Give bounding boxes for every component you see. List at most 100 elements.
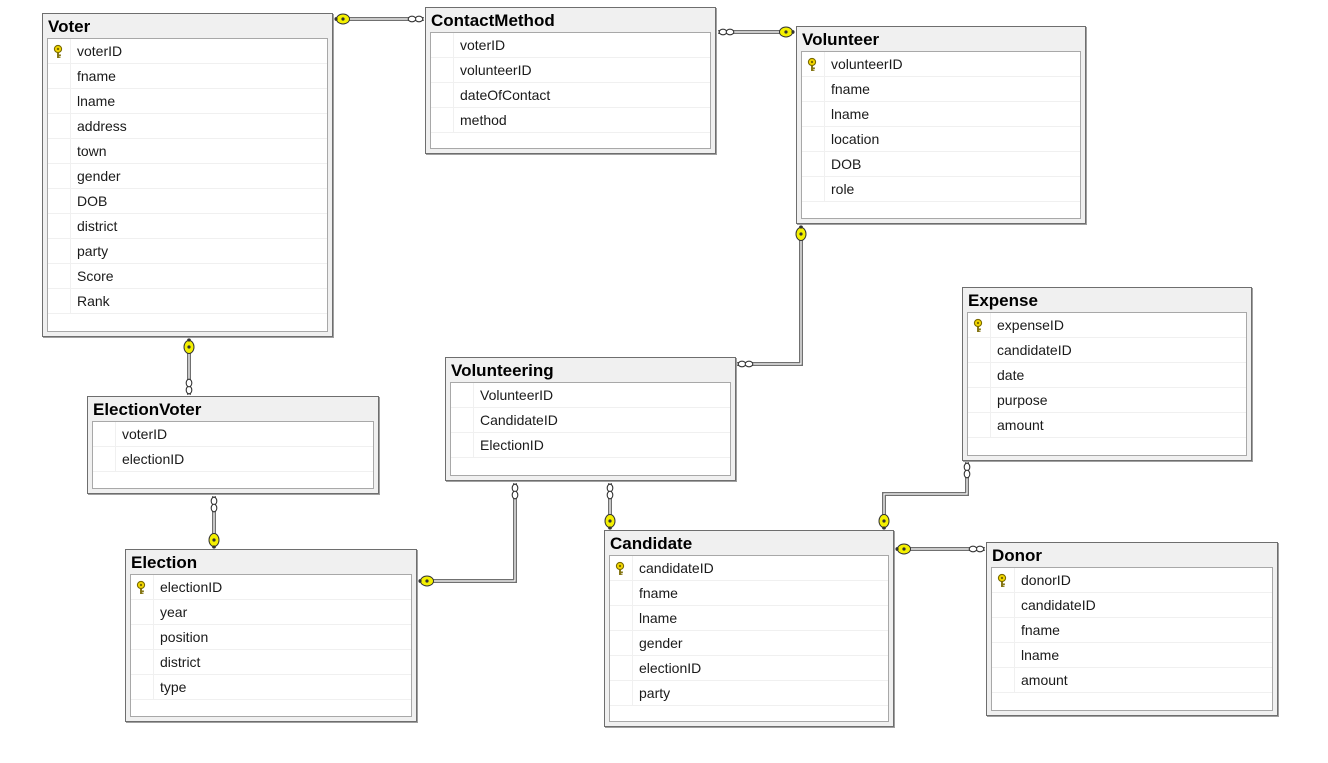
column-row[interactable]: role: [802, 177, 1080, 202]
column-name: town: [77, 143, 107, 159]
column-row[interactable]: fname: [48, 64, 327, 89]
column-name: CandidateID: [480, 412, 558, 428]
column-name: voterID: [122, 426, 168, 442]
table-title[interactable]: Volunteer: [802, 30, 880, 49]
many-infinity-icon: [511, 483, 519, 500]
column-name: lname: [1021, 647, 1060, 663]
column-row[interactable]: year: [131, 600, 411, 625]
column-row[interactable]: voterID: [93, 422, 373, 447]
many-infinity-icon: [968, 545, 985, 553]
column-row[interactable]: amount: [968, 413, 1246, 438]
column-row[interactable]: volunteerID: [431, 58, 710, 83]
column-name: party: [77, 243, 109, 259]
link-candidate-expense[interactable]: [882, 462, 969, 529]
table-title[interactable]: Donor: [992, 546, 1043, 565]
one-key-icon: [878, 514, 890, 530]
link-volunteer-volunteering[interactable]: [737, 226, 803, 366]
column-row[interactable]: volunteerID: [802, 52, 1080, 77]
link-election-volunteering[interactable]: [419, 483, 517, 583]
column-name: VolunteerID: [480, 387, 554, 403]
column-row[interactable]: electionID: [131, 575, 411, 600]
one-key-icon: [418, 575, 434, 587]
column-name: donorID: [1021, 572, 1071, 588]
column-row[interactable]: candidateID: [610, 556, 888, 581]
column-row[interactable]: purpose: [968, 388, 1246, 413]
column-name: dateOfContact: [460, 87, 551, 103]
column-row[interactable]: lname: [802, 102, 1080, 127]
primary-key-icon: [805, 56, 819, 72]
column-row[interactable]: VolunteerID: [451, 383, 730, 408]
column-row[interactable]: location: [802, 127, 1080, 152]
column-name: role: [831, 181, 855, 197]
primary-key-icon: [995, 572, 1009, 588]
column-row[interactable]: fname: [992, 618, 1272, 643]
column-row[interactable]: address: [48, 114, 327, 139]
column-row[interactable]: gender: [48, 164, 327, 189]
column-row[interactable]: method: [431, 108, 710, 133]
column-name: address: [77, 118, 127, 134]
primary-key-icon: [51, 43, 65, 59]
column-row[interactable]: amount: [992, 668, 1272, 693]
column-row[interactable]: voterID: [48, 39, 327, 64]
column-name: fname: [831, 81, 870, 97]
column-row[interactable]: electionID: [93, 447, 373, 472]
column-row[interactable]: gender: [610, 631, 888, 656]
table-title[interactable]: Volunteering: [451, 361, 554, 380]
column-row[interactable]: lname: [610, 606, 888, 631]
column-name: voterID: [77, 43, 123, 59]
column-row[interactable]: position: [131, 625, 411, 650]
table-title[interactable]: Election: [131, 553, 198, 572]
column-row[interactable]: fname: [610, 581, 888, 606]
column-row[interactable]: town: [48, 139, 327, 164]
column-row[interactable]: donorID: [992, 568, 1272, 593]
column-row[interactable]: party: [610, 681, 888, 706]
many-infinity-icon: [606, 483, 614, 500]
column-row[interactable]: dateOfContact: [431, 83, 710, 108]
table-electionvoter[interactable]: ElectionVoter voterID electionID: [87, 396, 379, 494]
column-name: fname: [77, 68, 116, 84]
column-row[interactable]: voterID: [431, 33, 710, 58]
many-infinity-icon: [210, 496, 218, 513]
column-name: volunteerID: [831, 56, 903, 72]
column-row[interactable]: candidateID: [992, 593, 1272, 618]
column-row[interactable]: Rank: [48, 289, 327, 314]
column-row[interactable]: date: [968, 363, 1246, 388]
table-title[interactable]: ElectionVoter: [93, 400, 202, 419]
column-row[interactable]: CandidateID: [451, 408, 730, 433]
column-row[interactable]: district: [48, 214, 327, 239]
column-name: expenseID: [997, 317, 1064, 333]
column-row[interactable]: fname: [802, 77, 1080, 102]
column-row[interactable]: electionID: [610, 656, 888, 681]
column-row[interactable]: lname: [992, 643, 1272, 668]
column-row[interactable]: lname: [48, 89, 327, 114]
column-row[interactable]: party: [48, 239, 327, 264]
column-row[interactable]: type: [131, 675, 411, 700]
column-row[interactable]: DOB: [802, 152, 1080, 177]
one-key-icon: [779, 26, 795, 38]
column-row[interactable]: candidateID: [968, 338, 1246, 363]
table-title[interactable]: Expense: [968, 291, 1038, 310]
column-row[interactable]: ElectionID: [451, 433, 730, 458]
table-title[interactable]: ContactMethod: [431, 11, 555, 30]
primary-key-icon: [971, 317, 985, 333]
column-name: amount: [1021, 672, 1068, 688]
table-title[interactable]: Voter: [48, 17, 91, 36]
column-row[interactable]: district: [131, 650, 411, 675]
table-title[interactable]: Candidate: [610, 534, 693, 553]
column-row[interactable]: Score: [48, 264, 327, 289]
column-name: lname: [77, 93, 116, 109]
column-name: ElectionID: [480, 437, 544, 453]
column-row[interactable]: expenseID: [968, 313, 1246, 338]
column-row[interactable]: DOB: [48, 189, 327, 214]
